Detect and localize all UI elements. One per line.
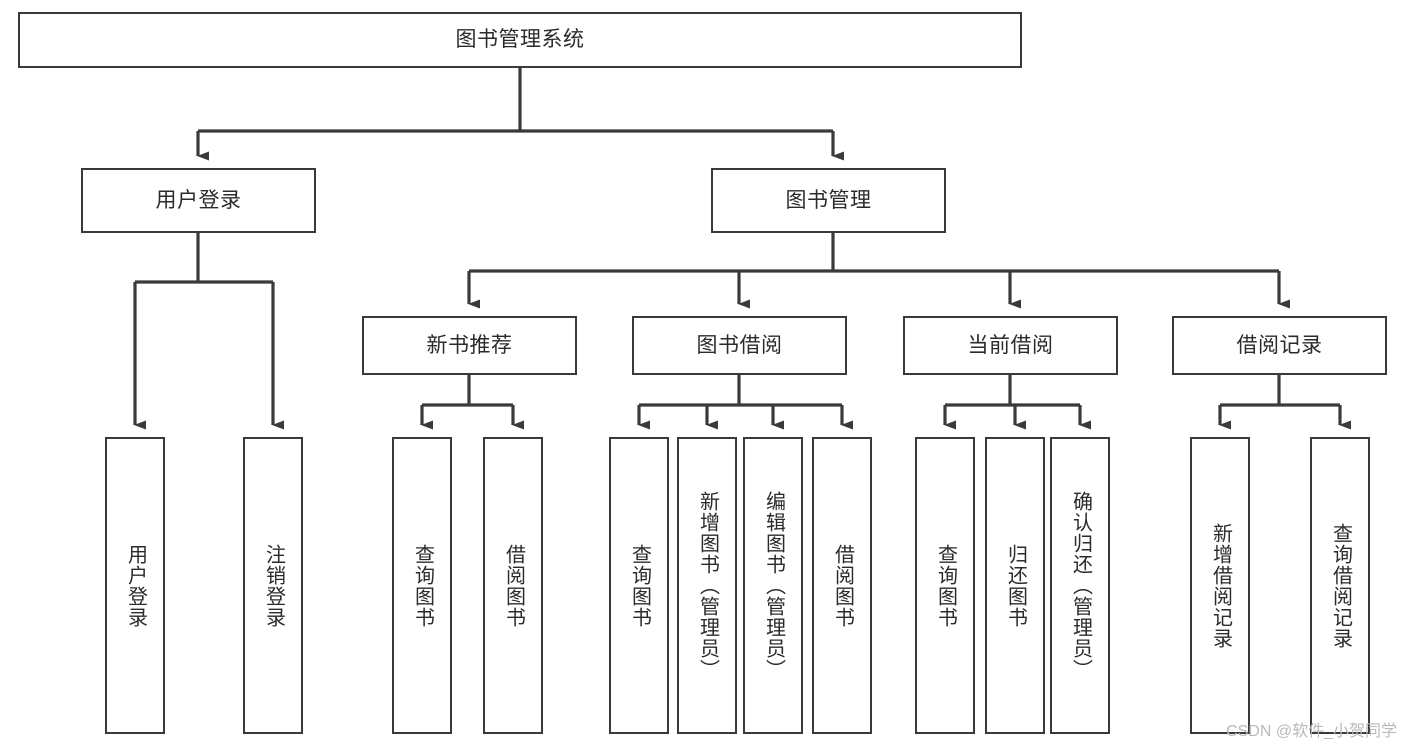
node-leaf-edit-book-admin-label: 编辑图书（管理员） <box>762 491 785 680</box>
node-leaf-confirm-return-admin[interactable]: 确认归还（管理员） <box>1050 437 1110 734</box>
node-leaf-borrow-book-2-label: 借阅图书 <box>831 543 854 628</box>
node-current-borrow-label: 当前借阅 <box>967 333 1054 357</box>
node-leaf-borrow-book-1-label: 借阅图书 <box>502 543 525 628</box>
node-leaf-user-login[interactable]: 用户登录 <box>105 437 165 734</box>
node-leaf-logout-login-label: 注销登录 <box>262 543 285 628</box>
node-leaf-confirm-return-admin-label: 确认归还（管理员） <box>1069 491 1092 680</box>
node-user-login[interactable]: 用户登录 <box>81 168 316 233</box>
node-leaf-edit-book-admin[interactable]: 编辑图书（管理员） <box>743 437 803 734</box>
node-leaf-add-book-admin-label: 新增图书（管理员） <box>696 491 719 680</box>
node-leaf-query-book-2-label: 查询图书 <box>628 543 651 628</box>
node-borrow-record[interactable]: 借阅记录 <box>1172 316 1387 375</box>
node-leaf-query-book-2[interactable]: 查询图书 <box>609 437 669 734</box>
node-leaf-query-book-1-label: 查询图书 <box>411 543 434 628</box>
node-book-borrow[interactable]: 图书借阅 <box>632 316 847 375</box>
node-current-borrow[interactable]: 当前借阅 <box>903 316 1118 375</box>
node-book-borrow-label: 图书借阅 <box>696 333 783 357</box>
node-leaf-query-book-3-label: 查询图书 <box>934 543 957 628</box>
node-leaf-return-book[interactable]: 归还图书 <box>985 437 1045 734</box>
node-borrow-record-label: 借阅记录 <box>1236 333 1323 357</box>
node-leaf-borrow-book-1[interactable]: 借阅图书 <box>483 437 543 734</box>
node-new-book-recommend[interactable]: 新书推荐 <box>362 316 577 375</box>
node-leaf-query-book-1[interactable]: 查询图书 <box>392 437 452 734</box>
node-leaf-borrow-book-2[interactable]: 借阅图书 <box>812 437 872 734</box>
node-leaf-query-borrow-record-label: 查询借阅记录 <box>1329 522 1352 649</box>
node-leaf-return-book-label: 归还图书 <box>1004 543 1027 628</box>
node-leaf-add-borrow-record-label: 新增借阅记录 <box>1209 522 1232 649</box>
node-root-label: 图书管理系统 <box>455 28 585 52</box>
node-leaf-query-book-3[interactable]: 查询图书 <box>915 437 975 734</box>
node-book-manage[interactable]: 图书管理 <box>711 168 946 233</box>
node-leaf-user-login-label: 用户登录 <box>124 543 147 628</box>
node-root[interactable]: 图书管理系统 <box>18 12 1022 68</box>
node-leaf-query-borrow-record[interactable]: 查询借阅记录 <box>1310 437 1370 734</box>
node-new-book-recommend-label: 新书推荐 <box>426 333 513 357</box>
node-leaf-logout-login[interactable]: 注销登录 <box>243 437 303 734</box>
node-leaf-add-borrow-record[interactable]: 新增借阅记录 <box>1190 437 1250 734</box>
node-user-login-label: 用户登录 <box>155 188 242 212</box>
node-leaf-add-book-admin[interactable]: 新增图书（管理员） <box>677 437 737 734</box>
node-book-manage-label: 图书管理 <box>785 188 872 212</box>
